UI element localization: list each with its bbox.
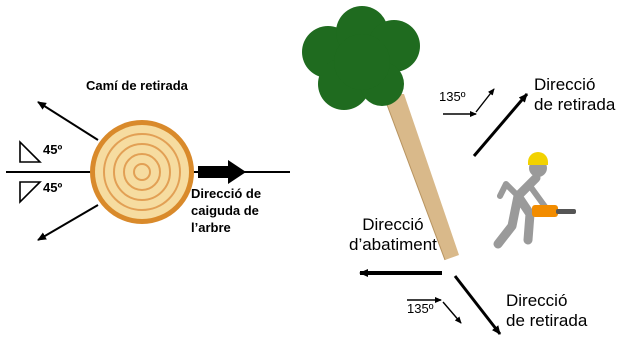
angle-label-lower: 45º: [43, 180, 63, 195]
retreat-arrow-upper-left: [37, 101, 99, 141]
felling-direction-label: Direcció d’abatiment: [349, 215, 437, 254]
tree-icon: [302, 6, 459, 261]
fall-direction-label: Direcció de caiguda de l’arbre: [191, 186, 262, 235]
angle-label-upper: 45º: [43, 142, 63, 157]
angle-135-lower: 135º: [407, 301, 434, 316]
worker-icon: [493, 152, 549, 249]
angle-indicator-upper-b: [475, 88, 495, 113]
angle-bracket-upper: [19, 140, 42, 163]
retreat-arrow-upper-right: [472, 93, 529, 157]
fall-direction-arrow: [198, 160, 246, 184]
retreat-direction-upper-label: Direcció de retirada: [534, 75, 616, 114]
retreat-arrow-lower-right: [453, 275, 502, 335]
retreat-arrow-lower-left: [37, 204, 99, 241]
angle-135-upper: 135º: [439, 89, 466, 104]
stump-icon: [90, 120, 194, 224]
angle-bracket-lower: [19, 181, 42, 204]
retreat-path-label: Camí de retirada: [86, 78, 188, 93]
chainsaw-icon: [532, 205, 576, 217]
angle-indicator-lower-b: [442, 301, 462, 324]
retreat-direction-lower-label: Direcció de retirada: [506, 291, 588, 330]
